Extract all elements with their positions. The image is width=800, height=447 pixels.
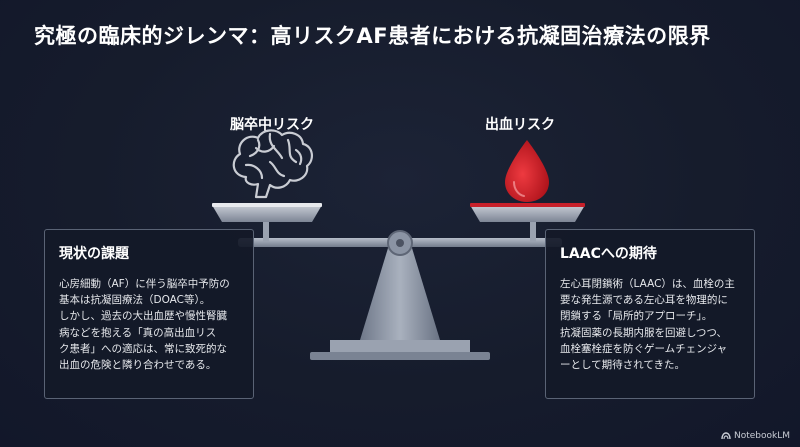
- laac-expectation-line: 左心耳閉鎖術（LAAC）は、血栓の主: [560, 278, 735, 290]
- laac-expectation-line: 要な発生源である左心耳を物理的に: [560, 294, 728, 307]
- notebooklm-watermark: NotebookLM: [721, 431, 790, 441]
- laac-expectation-line: ーとして期待されてきた。: [560, 359, 686, 372]
- right-scale-pan: [470, 203, 585, 222]
- notebooklm-logo-icon: [721, 432, 731, 440]
- current-issues-line: 基本は抗凝固療法（DOAC等）。: [59, 294, 211, 307]
- laac-expectation-line: 閉鎖する「局所的アプローチ」。: [560, 310, 713, 323]
- laac-expectation-line: 抗凝固薬の長期内服を回避しつつ、: [560, 326, 727, 339]
- blood-drop-icon: [505, 140, 549, 202]
- current-issues-line: ク患者」への適応は、常に致死的な: [59, 342, 227, 355]
- scale-beam: [238, 218, 562, 256]
- current-issues-line: 心房細動（AF）に伴う脳卒中予防の: [59, 278, 230, 290]
- left-scale-pan: [212, 203, 322, 222]
- brain-icon: [232, 129, 313, 199]
- current-issues-panel: 現状の課題 心房細動（AF）に伴う脳卒中予防の 基本は抗凝固療法（DOAC等）。…: [44, 229, 254, 399]
- current-issues-line: 出血の危険と隣り合わせである。: [59, 359, 217, 372]
- bleeding-risk-label: 出血リスク: [485, 117, 555, 133]
- stroke-risk-label: 脳卒中リスク: [230, 117, 314, 133]
- brand-name: NotebookLM: [733, 431, 790, 441]
- current-issues-heading: 現状の課題: [59, 246, 129, 262]
- laac-expectation-line: 血栓塞栓症を防ぐゲームチェンジャ: [560, 342, 728, 355]
- current-issues-line: しかし、過去の大出血歴や慢性腎臓: [59, 310, 227, 323]
- slide-title: 究極の臨床的ジレンマ：高リスクAF患者における抗凝固治療法の限界: [34, 24, 711, 48]
- laac-expectation-panel: LAACへの期待 左心耳閉鎖術（LAAC）は、血栓の主 要な発生源である左心耳を…: [545, 229, 755, 399]
- current-issues-line: 病などを抱える「真の高出血リス: [59, 326, 217, 339]
- laac-expectation-heading: LAACへの期待: [560, 246, 657, 262]
- scale-stand: [310, 248, 490, 360]
